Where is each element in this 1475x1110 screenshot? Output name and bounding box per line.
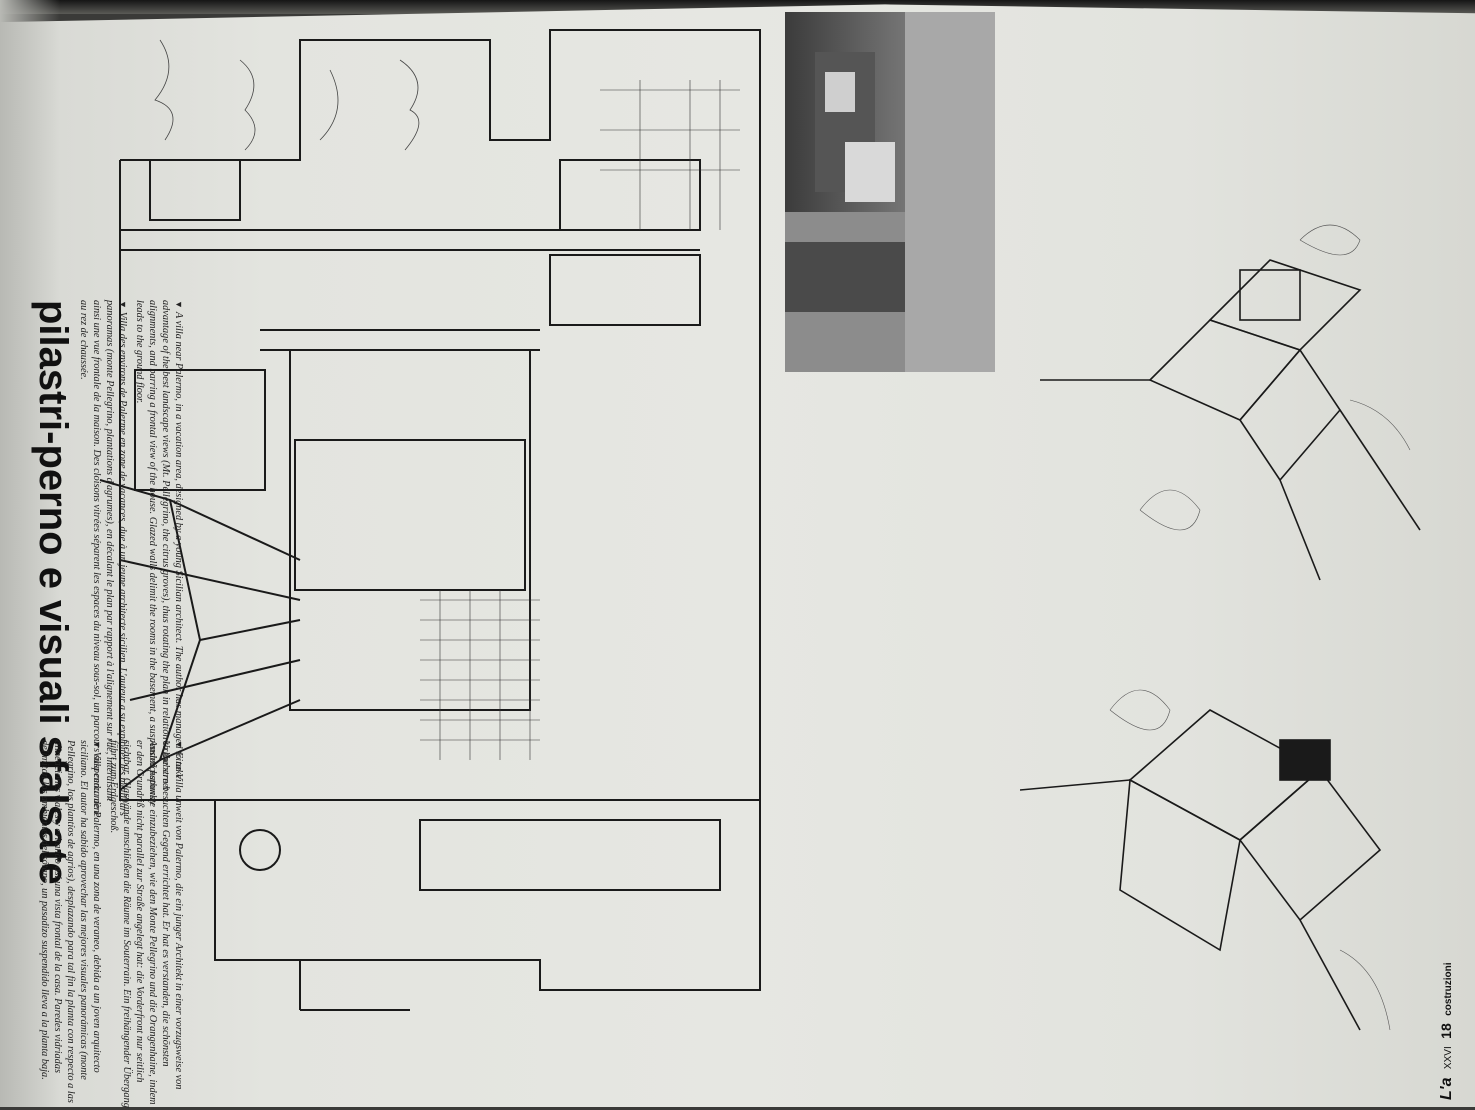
footer-section: costruzioni bbox=[1443, 962, 1454, 1016]
axonometric-drawing-1 bbox=[1040, 224, 1421, 581]
page-gutter-shadow bbox=[0, 0, 60, 1107]
caption-german-spanish: ▼Eine Villa unweit von Palermo, die ein … bbox=[34, 740, 185, 1110]
triangle-marker-icon: ▼ bbox=[92, 740, 102, 749]
building-photo bbox=[785, 12, 995, 372]
caption-spanish: ▼Villa cerca de Palermo, en una zona de … bbox=[39, 740, 102, 1103]
caption-german: ▼Eine Villa unweit von Palermo, die ein … bbox=[108, 740, 184, 1108]
page-footer: L'a XXVI 18 costruzioni bbox=[1438, 962, 1456, 1100]
footer-volume: XXVI bbox=[1443, 1046, 1454, 1070]
axonometric-drawing-2 bbox=[1020, 689, 1391, 1031]
triangle-marker-icon: ▼ bbox=[174, 300, 184, 309]
footer-magazine: L'a bbox=[1438, 1077, 1455, 1100]
footer-page-number: 18 bbox=[1438, 1023, 1454, 1039]
triangle-marker-icon: ▼ bbox=[118, 300, 128, 309]
triangle-marker-icon: ▼ bbox=[174, 740, 184, 749]
